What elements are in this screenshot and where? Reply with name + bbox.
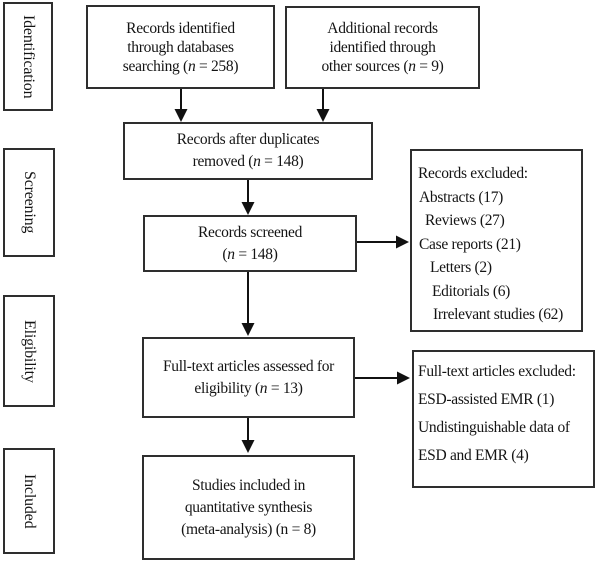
box-text-line: Additional records — [327, 20, 438, 37]
stage-label-identification: Identification — [3, 2, 53, 111]
box-text-line: quantitative synthesis — [184, 498, 313, 516]
text-segment: = 148) — [234, 245, 278, 263]
arrow-screened-to-fulltext — [241, 272, 255, 336]
excluded-item: Irrelevant studies (62) — [433, 306, 563, 323]
stage-label-included: Included — [3, 448, 55, 554]
box-studies-included: Studies included in quantitative synthes… — [142, 455, 355, 560]
box-text-line: eligibility (n = 13) — [194, 378, 303, 400]
n-variable: n — [227, 245, 235, 263]
stage-label-eligibility: Eligibility — [3, 295, 55, 407]
box-text-line: identified through — [329, 39, 436, 56]
excluded-item: Case reports (21) — [419, 235, 521, 253]
n-variable: n — [408, 58, 416, 75]
arrow-screened-to-excluded — [357, 235, 409, 249]
box-text-line: (meta-analysis) (n = 8) — [181, 520, 316, 538]
excluded-title: Records excluded: — [418, 165, 528, 182]
n-variable: n — [187, 57, 196, 75]
excluded-item: Reviews (27) — [425, 212, 505, 229]
excluded-item: ESD and EMR (4) — [418, 447, 529, 464]
text-segment: removed ( — [192, 153, 254, 170]
arrow-additional-to-duplicates — [316, 89, 330, 122]
excluded-item: Undistinguishable data of — [418, 419, 570, 436]
box-text-line: other sources (n = 9) — [321, 57, 443, 76]
n-variable: n — [253, 153, 261, 170]
box-text-line: removed (n = 148) — [193, 151, 304, 173]
text-segment: other sources ( — [321, 58, 409, 75]
box-text-line: Records identified — [126, 19, 235, 37]
n-variable: n — [259, 379, 268, 397]
excluded-item: ESD-assisted EMR (1) — [418, 391, 555, 408]
arrow-fulltext-to-included — [241, 418, 255, 453]
box-duplicates-removed: Records after duplicates removed (n = 14… — [123, 122, 373, 180]
stage-label-text: Identification — [20, 14, 37, 99]
text-segment: = 9) — [415, 58, 444, 75]
box-records-screened: Records screened (n = 148) — [143, 215, 357, 272]
box-text-line: Studies included in — [191, 476, 306, 494]
box-text-line: Records screened — [197, 223, 303, 241]
text-segment: = 13) — [267, 379, 303, 397]
excluded-title: Full-text articles excluded: — [418, 363, 576, 380]
box-text-line: through databases — [127, 38, 234, 56]
text-segment: = 258) — [195, 57, 239, 75]
text-segment: eligibility ( — [194, 379, 260, 397]
text-segment: ( — [222, 245, 228, 263]
box-additional-records: Additional records identified through ot… — [285, 6, 480, 89]
box-records-identified-databases: Records identified through databases sea… — [86, 5, 275, 89]
stage-label-text: Screening — [21, 171, 38, 234]
stage-label-text: Included — [21, 473, 38, 529]
arrow-database-to-duplicates — [174, 89, 188, 122]
excluded-item: Letters (2) — [430, 259, 492, 276]
box-fulltext-excluded: Full-text articles excluded: ESD-assiste… — [412, 350, 595, 488]
arrow-duplicates-to-screened — [241, 180, 255, 215]
text-segment: = 148) — [260, 153, 304, 170]
arrow-fulltext-to-fulltext-excluded — [355, 371, 410, 385]
stage-label-text: Eligibility — [21, 319, 38, 383]
text-segment: searching ( — [122, 57, 188, 75]
box-text-line: searching (n = 258) — [122, 57, 239, 76]
box-fulltext-assessed: Full-text articles assessed for eligibil… — [142, 337, 355, 418]
box-records-excluded: Records excluded: Abstracts (17) Reviews… — [410, 149, 583, 332]
box-text-line: Full-text articles assessed for — [162, 357, 335, 375]
excluded-item: Abstracts (17) — [419, 188, 504, 206]
excluded-item: Editorials (6) — [432, 282, 511, 300]
box-text-line: (n = 148) — [222, 244, 277, 266]
box-text-line: Records after duplicates — [176, 131, 320, 148]
stage-label-screening: Screening — [3, 148, 55, 257]
